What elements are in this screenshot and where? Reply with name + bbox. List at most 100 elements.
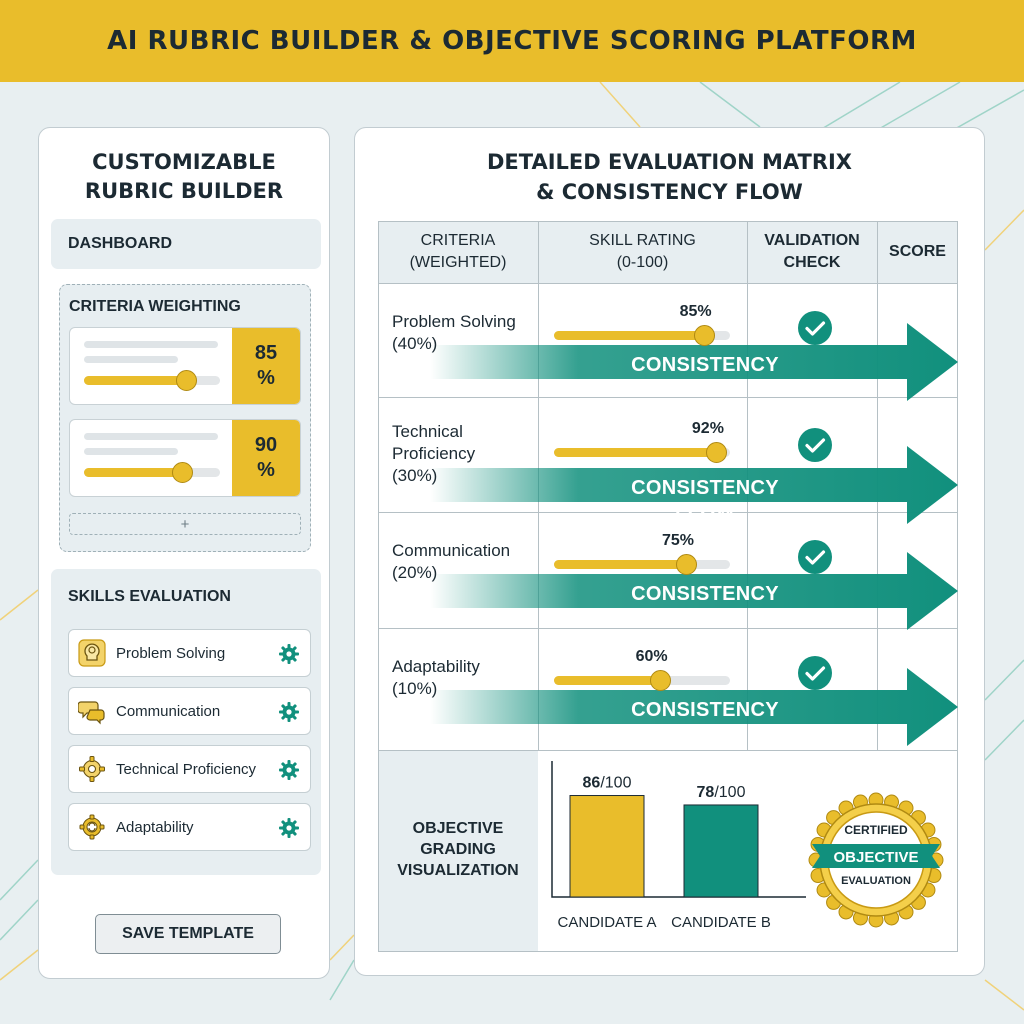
weight-value: 90% (232, 420, 300, 496)
check-circle-icon (798, 428, 832, 462)
chart-data-label: 86/100 (583, 775, 632, 792)
grading-visualization-label: OBJECTIVE GRADING VISUALIZATION (397, 820, 519, 879)
skill-rating-slider[interactable] (554, 670, 730, 691)
skill-rating-handle[interactable] (676, 554, 697, 575)
consistency-flow-label: CONSISTENCY FLOW (631, 354, 779, 399)
app-header: AI RUBRIC BUILDER & OBJECTIVE SCORING PL… (0, 0, 1024, 82)
badge-line3: EVALUATION (841, 875, 911, 887)
weight-slider-handle[interactable] (176, 370, 197, 391)
dashboard-nav-item[interactable]: DASHBOARD (51, 219, 321, 269)
chart-bar (569, 795, 645, 898)
skills-evaluation-section: SKILLS EVALUATION Problem Solving (51, 569, 321, 875)
badge-line1: CERTIFIED (844, 823, 908, 837)
consistency-flow-label: CONSISTENCY FLOW (631, 477, 779, 522)
evaluation-matrix: CRITERIA(WEIGHTED) SKILL RATING(0-100) V… (378, 221, 958, 952)
panel-title-line2: RUBRIC BUILDER (84, 179, 284, 203)
skill-rating-handle[interactable] (649, 670, 671, 691)
placeholder-line (84, 448, 178, 455)
skill-rating-value: 60% (635, 648, 668, 665)
plus-icon: + (180, 515, 190, 533)
criterion-name: Technical Proficiency (30%) (392, 422, 476, 485)
adaptability-gear-icon (79, 814, 105, 840)
consistency-flow-arrow (430, 323, 958, 401)
skill-label: Technical Proficiency (116, 761, 257, 778)
panel-title: DETAILED EVALUATION MATRIX & CONSISTENCY… (355, 147, 984, 207)
criteria-weighting-section: CRITERIA WEIGHTING 85% 90% + (59, 284, 311, 552)
criterion-name: Communication (20%) (392, 541, 511, 582)
check-circle-icon (798, 311, 832, 345)
consistency-flow-arrow (430, 446, 958, 524)
skill-rating-fill (554, 448, 716, 457)
skill-item-technical-proficiency[interactable]: Technical Proficiency (68, 745, 311, 793)
skill-rating-fill (554, 560, 686, 569)
add-criterion-button[interactable]: + (69, 513, 301, 535)
dashboard-label: DASHBOARD (68, 235, 172, 252)
lightbulb-head-icon (78, 639, 106, 667)
criterion-name: Problem Solving (40%) (392, 312, 516, 353)
consistency-flow-arrow (430, 552, 958, 630)
panel-title-line2: & CONSISTENCY FLOW (536, 180, 803, 204)
consistency-flow-arrow (430, 668, 958, 746)
skill-rating-slider[interactable] (554, 325, 730, 346)
skill-rating-handle[interactable] (693, 325, 715, 346)
panel-title-line1: CUSTOMIZABLE (92, 150, 276, 174)
weight-slider-handle[interactable] (171, 462, 193, 483)
grid-line (378, 221, 958, 222)
skill-rating-fill (554, 676, 660, 685)
speech-bubbles-icon (78, 701, 105, 725)
grid-line (378, 628, 958, 629)
grid-line (378, 951, 958, 952)
skill-rating-value: 85% (679, 303, 712, 320)
panel-title-line1: DETAILED EVALUATION MATRIX (487, 150, 852, 174)
rubric-builder-panel: CUSTOMIZABLE RUBRIC BUILDER DASHBOARD CR… (38, 127, 330, 979)
skill-rating-slider[interactable] (554, 442, 730, 463)
check-circle-icon (798, 656, 832, 690)
grid-line (957, 221, 958, 952)
grid-line (378, 512, 958, 513)
settings-gear-icon[interactable] (278, 759, 300, 781)
placeholder-line (84, 341, 218, 348)
skill-rating-fill (554, 331, 704, 340)
grid-line (378, 750, 958, 751)
panel-title: CUSTOMIZABLE RUBRIC BUILDER (39, 148, 329, 206)
skill-rating-value: 75% (662, 532, 695, 549)
column-header-skill-rating: SKILL RATING(0-100) (538, 221, 747, 283)
skill-label: Problem Solving (116, 645, 226, 662)
consistency-flow-label: CONSISTENCY FLOW (631, 583, 779, 628)
placeholder-line (84, 356, 178, 363)
save-template-button[interactable]: SAVE TEMPLATE (95, 914, 281, 954)
criteria-weighting-label: CRITERIA WEIGHTING (69, 298, 241, 315)
skill-label: Communication (116, 703, 221, 720)
criteria-weight-card[interactable]: 90% (69, 419, 301, 497)
chart-category-label: CANDIDATE A (558, 914, 657, 931)
skill-item-communication[interactable]: Communication (68, 687, 311, 735)
weight-slider[interactable] (84, 462, 220, 483)
skill-rating-value: 92% (691, 420, 724, 437)
weight-slider[interactable] (84, 370, 220, 391)
skill-rating-handle[interactable] (705, 442, 727, 463)
gear-icon (79, 756, 105, 782)
column-header-score: SCORE (877, 221, 958, 283)
skill-item-adaptability[interactable]: Adaptability (68, 803, 311, 851)
chart-category-label: CANDIDATE B (671, 914, 771, 931)
grid-line (378, 397, 958, 398)
settings-gear-icon[interactable] (278, 701, 300, 723)
weight-value: 85% (232, 328, 300, 404)
app-title: AI RUBRIC BUILDER & OBJECTIVE SCORING PL… (107, 26, 917, 56)
weight-slider-fill (84, 468, 182, 477)
consistency-flow-label: CONSISTENCY FLOW (631, 699, 779, 744)
skill-rating-slider[interactable] (554, 554, 730, 575)
skill-item-problem-solving[interactable]: Problem Solving (68, 629, 311, 677)
skills-evaluation-label: SKILLS EVALUATION (68, 588, 231, 605)
badge-line2: OBJECTIVE (833, 849, 918, 866)
placeholder-line (84, 433, 218, 440)
skill-label: Adaptability (116, 819, 194, 836)
chart-data-label: 78/100 (697, 784, 746, 801)
column-header-criteria: CRITERIA(WEIGHTED) (378, 221, 538, 283)
chart-bar (683, 804, 759, 898)
criteria-weight-card[interactable]: 85% (69, 327, 301, 405)
settings-gear-icon[interactable] (278, 817, 300, 839)
settings-gear-icon[interactable] (278, 643, 300, 665)
viz-label-cell (378, 750, 538, 952)
